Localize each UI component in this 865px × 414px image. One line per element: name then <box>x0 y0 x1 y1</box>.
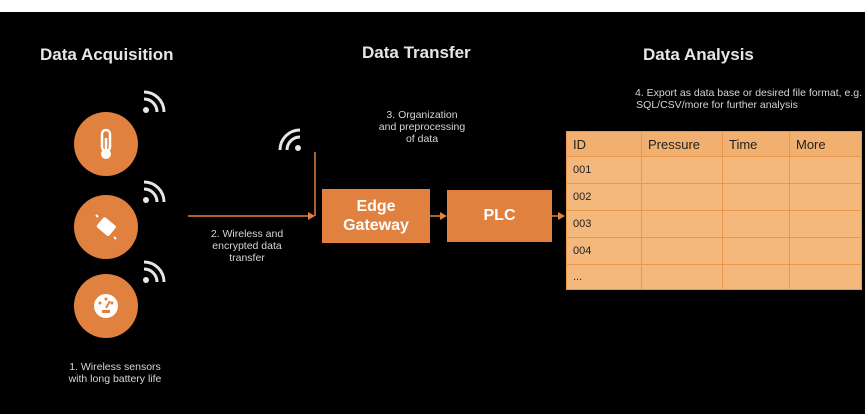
table-header-row: ID Pressure Time More <box>566 131 862 157</box>
cell <box>641 264 723 290</box>
wifi-icon <box>143 90 166 113</box>
edge-gateway-box: Edge Gateway <box>322 189 430 243</box>
title-data-acquisition: Data Acquisition <box>40 45 174 64</box>
cell <box>641 210 723 238</box>
cell <box>722 264 790 290</box>
note-transfer: 2. Wireless and encrypted data transfer <box>192 228 302 264</box>
gauge-icon <box>94 294 118 318</box>
sensor-temperature <box>74 112 138 176</box>
note-line: SQL/CSV/more for further analysis <box>636 99 798 111</box>
id-cell: 004 <box>566 237 642 265</box>
id-cell: 001 <box>566 156 642 184</box>
cell <box>722 210 790 238</box>
plc-box: PLC <box>447 190 552 242</box>
note-line: encrypted data <box>212 240 282 252</box>
cell <box>722 183 790 211</box>
cell <box>789 210 862 238</box>
note-sensors: 1. Wireless sensors with long battery li… <box>40 361 190 385</box>
box-label: Gateway <box>343 217 409 234</box>
cell <box>789 156 862 184</box>
table-row: 004 <box>566 237 862 265</box>
arrow-head <box>308 212 315 220</box>
table-row: ... <box>566 264 862 290</box>
wifi-icon <box>143 180 166 203</box>
title-data-analysis: Data Analysis <box>643 45 754 64</box>
data-table: ID Pressure Time More 001 002 003 004 ..… <box>566 131 862 290</box>
table-row: 001 <box>566 156 862 184</box>
cell <box>641 156 723 184</box>
note-line: with long battery life <box>68 373 162 385</box>
sensor-tag-icon <box>95 214 117 240</box>
cell <box>641 183 723 211</box>
id-cell: 003 <box>566 210 642 238</box>
id-cell: 002 <box>566 183 642 211</box>
note-line: 4. Export as data base or desired file f… <box>634 87 862 99</box>
column-header-pressure: Pressure <box>641 131 723 157</box>
note-line: transfer <box>229 252 265 264</box>
cell <box>789 183 862 211</box>
cell <box>789 237 862 265</box>
note-line: and preprocessing <box>378 121 466 133</box>
note-line: 2. Wireless and <box>210 228 284 240</box>
column-header-more: More <box>789 131 862 157</box>
note-export: 4. Export as data base or desired file f… <box>572 87 862 111</box>
sensor-tag <box>74 195 138 259</box>
note-line: of data <box>405 133 439 145</box>
wifi-icon <box>143 260 166 283</box>
arrow-head <box>558 212 565 220</box>
top-border <box>0 0 865 12</box>
column-header-time: Time <box>722 131 790 157</box>
cell <box>722 237 790 265</box>
column-header-id: ID <box>566 131 642 157</box>
wifi-icon <box>278 128 301 151</box>
note-line: 3. Organization <box>386 109 458 121</box>
table-row: 002 <box>566 183 862 211</box>
cell <box>641 237 723 265</box>
id-cell: ... <box>566 264 642 290</box>
table-row: 003 <box>566 210 862 238</box>
note-preprocessing: 3. Organization and preprocessing of dat… <box>362 109 482 145</box>
thermometer-icon <box>100 128 112 159</box>
sensor-gauge <box>74 274 138 338</box>
title-data-transfer: Data Transfer <box>362 43 471 62</box>
cell <box>722 156 790 184</box>
box-label: Edge <box>356 198 396 215</box>
cell <box>789 264 862 290</box>
arrow-head <box>440 212 447 220</box>
note-line: 1. Wireless sensors <box>69 361 161 373</box>
